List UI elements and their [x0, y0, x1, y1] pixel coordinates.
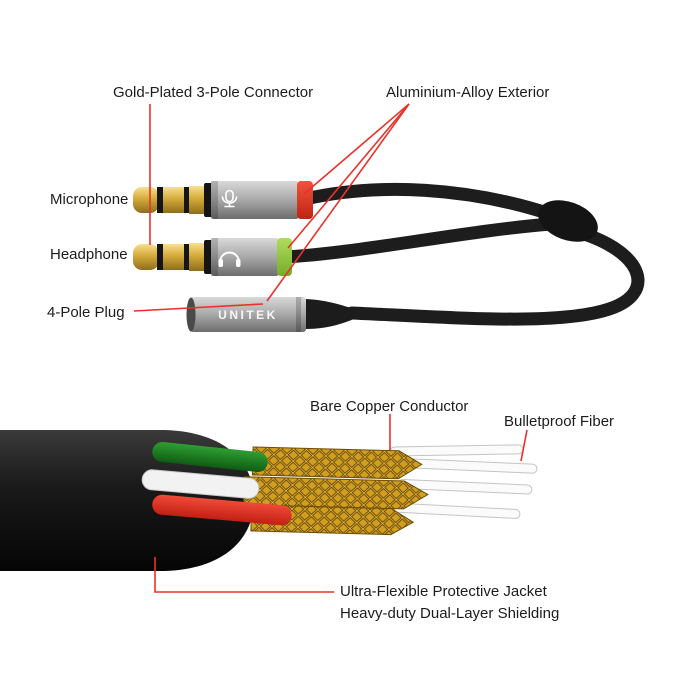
- cable-cross-section: [0, 430, 538, 571]
- exterior-pointer-line-1: [303, 103, 410, 195]
- labels: Gold-Plated 3-Pole Connector Aluminium-A…: [47, 84, 614, 622]
- brand-logo-text: UNITEK: [218, 308, 278, 322]
- splitter-cable-illustration: UNITEK: [133, 181, 645, 332]
- microphone-icon: [221, 189, 238, 208]
- exterior-pointer-line-3: [266, 103, 410, 302]
- label-bare-copper-conductor: Bare Copper Conductor: [310, 398, 468, 415]
- inner-wires: [141, 441, 292, 526]
- headphone-icon: [218, 251, 241, 267]
- green-wire: [152, 441, 268, 473]
- label-headphone: Headphone: [50, 246, 128, 263]
- white-wire: [141, 469, 260, 499]
- copper-conductors: [243, 446, 429, 536]
- mic-red-ring: [297, 181, 313, 219]
- annotation-lines: [133, 103, 528, 593]
- four-pole-connector: UNITEK: [186, 297, 354, 332]
- jacket-pointer-line: [154, 557, 334, 593]
- microphone-plug: [133, 181, 313, 219]
- label-microphone: Microphone: [50, 191, 128, 208]
- label-aluminium-exterior: Aluminium-Alloy Exterior: [386, 84, 549, 101]
- bulletproof-fibers: [389, 444, 538, 519]
- red-wire: [152, 494, 292, 526]
- label-protective-jacket: Ultra-Flexible Protective Jacket: [340, 583, 548, 600]
- fiber-pointer-line: [520, 429, 528, 462]
- exterior-pointer-line-2: [287, 103, 410, 249]
- protective-jacket: [0, 430, 254, 571]
- cable-bundle-wrap: [538, 200, 598, 242]
- label-four-pole-plug: 4-Pole Plug: [47, 304, 125, 321]
- headphone-plug: [133, 238, 292, 276]
- label-gold-plated-connector: Gold-Plated 3-Pole Connector: [113, 84, 313, 101]
- label-dual-layer-shielding: Heavy-duty Dual-Layer Shielding: [340, 605, 559, 622]
- label-bulletproof-fiber: Bulletproof Fiber: [504, 413, 614, 430]
- plug-pointer-line: [133, 303, 264, 312]
